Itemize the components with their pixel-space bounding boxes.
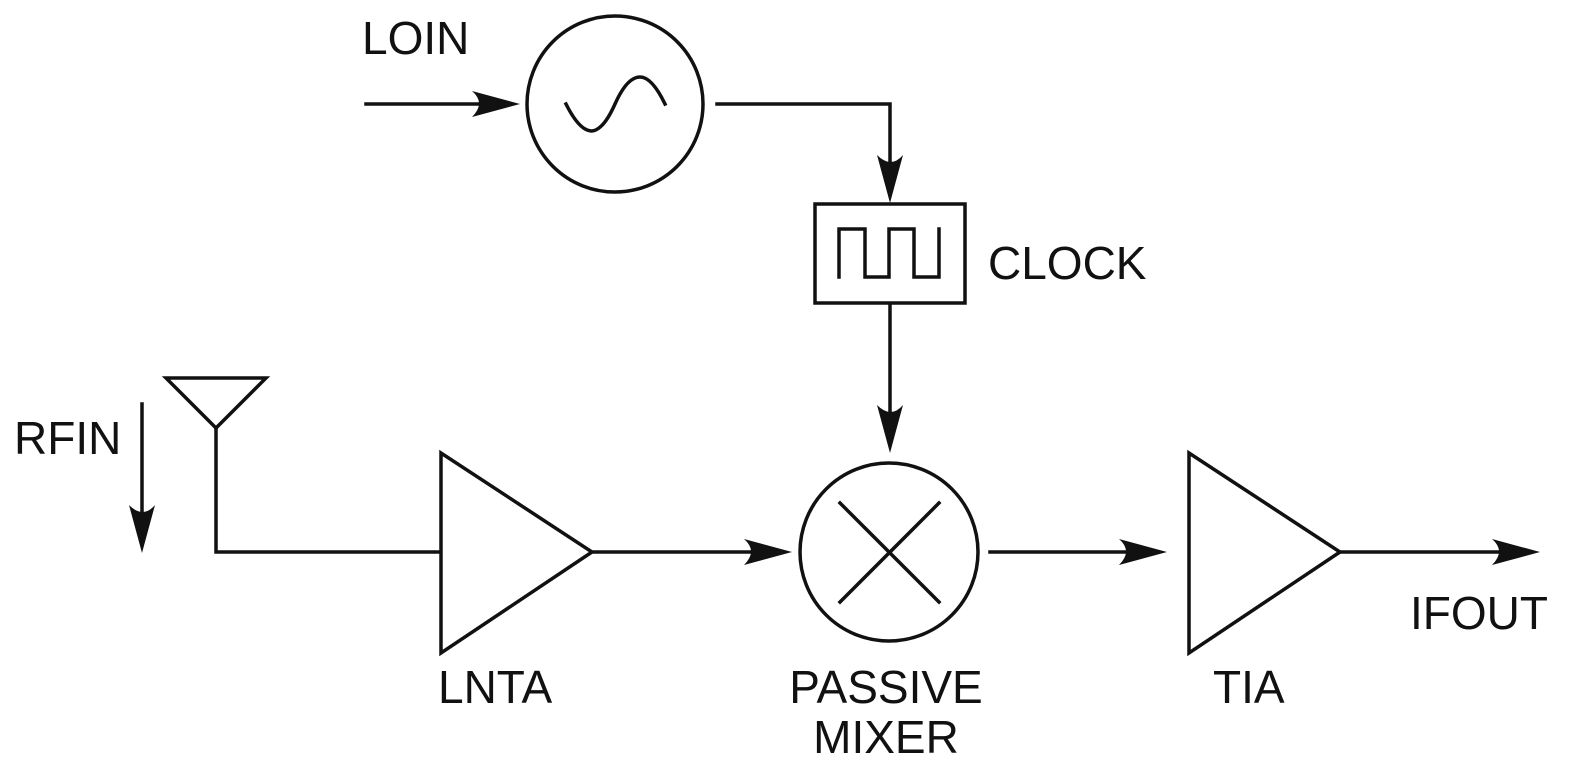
loin-arrow (472, 91, 520, 117)
mixer-lo-arrow (877, 405, 903, 453)
lnta-triangle (439, 449, 596, 657)
lnta-to-mixer-path (590, 539, 792, 565)
clock-block: CLOCK (813, 202, 1147, 305)
mixer-label-line1: PASSIVE (789, 661, 982, 713)
loin-input: LOIN (362, 12, 520, 117)
antenna-icon (161, 376, 271, 431)
lnta-block: LNTA (438, 449, 596, 713)
mixer-rf-arrow (744, 539, 792, 565)
lnta-label: LNTA (438, 661, 552, 713)
passive-mixer: PASSIVE MIXER (789, 461, 983, 763)
antenna-feed-wire (214, 426, 442, 554)
multiply-cross-icon-stroke (837, 500, 942, 605)
clock-input-arrow (877, 155, 903, 203)
if-output: IFOUT (1338, 539, 1548, 639)
clock-to-mixer-path (877, 303, 903, 453)
mixer-label-line2: MIXER (813, 711, 959, 763)
tia-triangle (1187, 449, 1344, 657)
tia-input-arrow (1119, 539, 1167, 565)
tia-block: TIA (1187, 449, 1344, 713)
lo-clock-wire (715, 102, 892, 182)
ifout-label: IFOUT (1410, 587, 1548, 639)
rf-input: RFIN (14, 376, 442, 554)
loin-label: LOIN (362, 12, 469, 64)
sine-wave-icon (563, 75, 668, 133)
rfin-arrow (129, 505, 155, 553)
square-wave-icon (837, 227, 941, 279)
tia-label: TIA (1213, 661, 1285, 713)
rfin-label: RFIN (14, 412, 121, 464)
ifout-arrow (1492, 539, 1540, 565)
local-oscillator (525, 14, 705, 194)
lo-to-clock-path (715, 102, 903, 203)
mixer-to-tia-path (988, 539, 1167, 565)
clock-label: CLOCK (988, 237, 1147, 289)
